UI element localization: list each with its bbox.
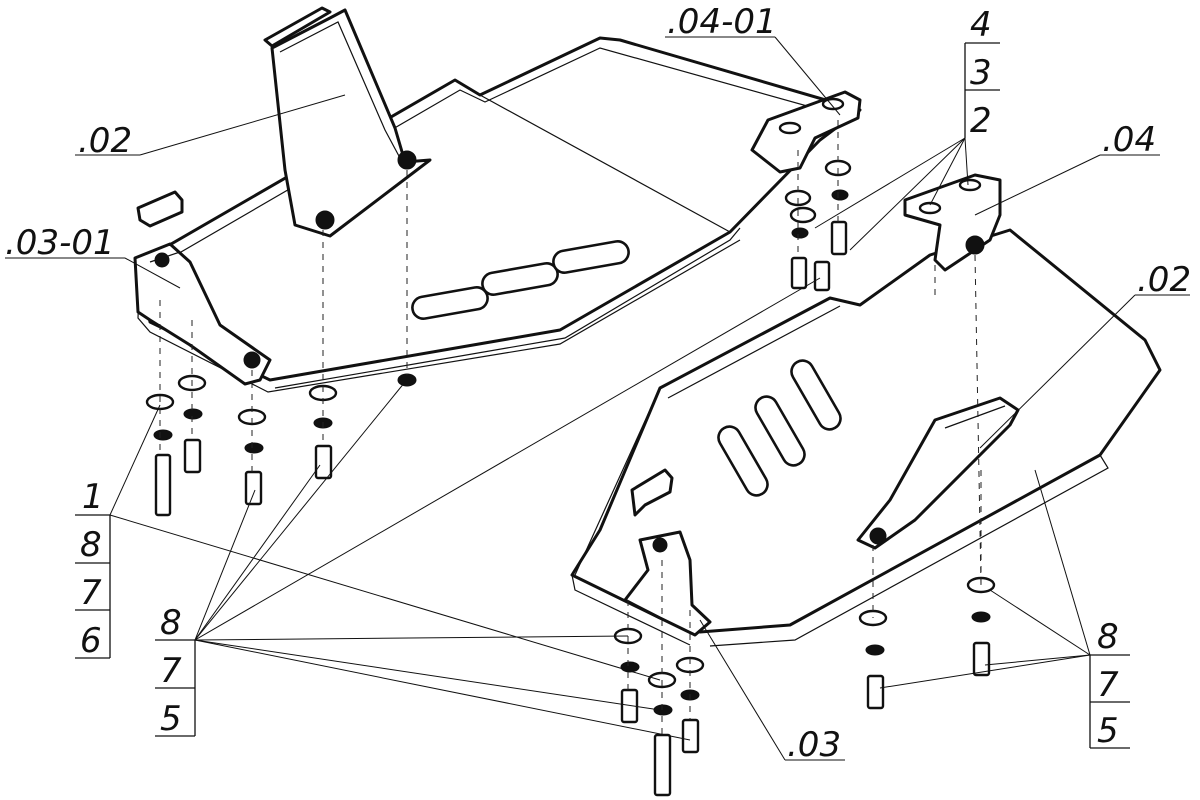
callout-right-1: 8 bbox=[1097, 617, 1119, 657]
callout-stack-right: 8 7 5 bbox=[1089, 617, 1130, 751]
label-right-part: .02 bbox=[1137, 260, 1191, 300]
label-right-top-bracket: .04-01 bbox=[667, 2, 777, 42]
hardware bbox=[145, 159, 996, 797]
callout-stack-left: 1 8 7 6 bbox=[75, 477, 111, 661]
callout-center-1: 8 bbox=[160, 603, 182, 643]
right-plate-slot-2 bbox=[754, 395, 806, 467]
upper-bracket bbox=[750, 90, 862, 174]
callout-stack-top-right: 4 3 2 bbox=[964, 5, 1000, 141]
left-plate-slot-3 bbox=[552, 240, 630, 274]
bottom-corner-bracket bbox=[623, 468, 712, 637]
right-skid-plate bbox=[570, 228, 1162, 647]
left-plate-slot-2 bbox=[481, 262, 559, 296]
callout-left-1: 1 bbox=[82, 477, 104, 517]
right-plate-slot-3 bbox=[790, 359, 842, 431]
leader-lines bbox=[5, 36, 1190, 761]
callout-top-right-3: 2 bbox=[970, 101, 992, 141]
callout-stack-center: 8 7 5 bbox=[155, 603, 196, 739]
callout-top-right-2: 3 bbox=[970, 53, 992, 93]
alignment-lines bbox=[159, 120, 982, 735]
right-plate-slot-1 bbox=[717, 425, 769, 497]
left-corner-bracket bbox=[133, 190, 272, 386]
label-right-bracket: .04 bbox=[1102, 120, 1156, 160]
left-tall-bracket bbox=[263, 6, 432, 238]
label-left-corner-bracket: .03-01 bbox=[5, 223, 115, 263]
label-left-top-part: .02 bbox=[78, 121, 132, 161]
callout-center-2: 7 bbox=[160, 651, 182, 691]
label-bottom-part: .03 bbox=[787, 725, 841, 765]
right-angle-bracket bbox=[903, 173, 1002, 272]
callout-right-3: 5 bbox=[1097, 711, 1119, 751]
callout-top-right-1: 4 bbox=[970, 5, 992, 45]
left-plate-slot-1 bbox=[411, 286, 489, 320]
callout-left-2: 8 bbox=[80, 525, 102, 565]
callout-center-3: 5 bbox=[160, 699, 182, 739]
callout-left-4: 6 bbox=[80, 621, 102, 661]
left-skid-plate bbox=[137, 36, 862, 393]
callout-right-2: 7 bbox=[1097, 665, 1119, 705]
callout-left-3: 7 bbox=[80, 573, 102, 613]
